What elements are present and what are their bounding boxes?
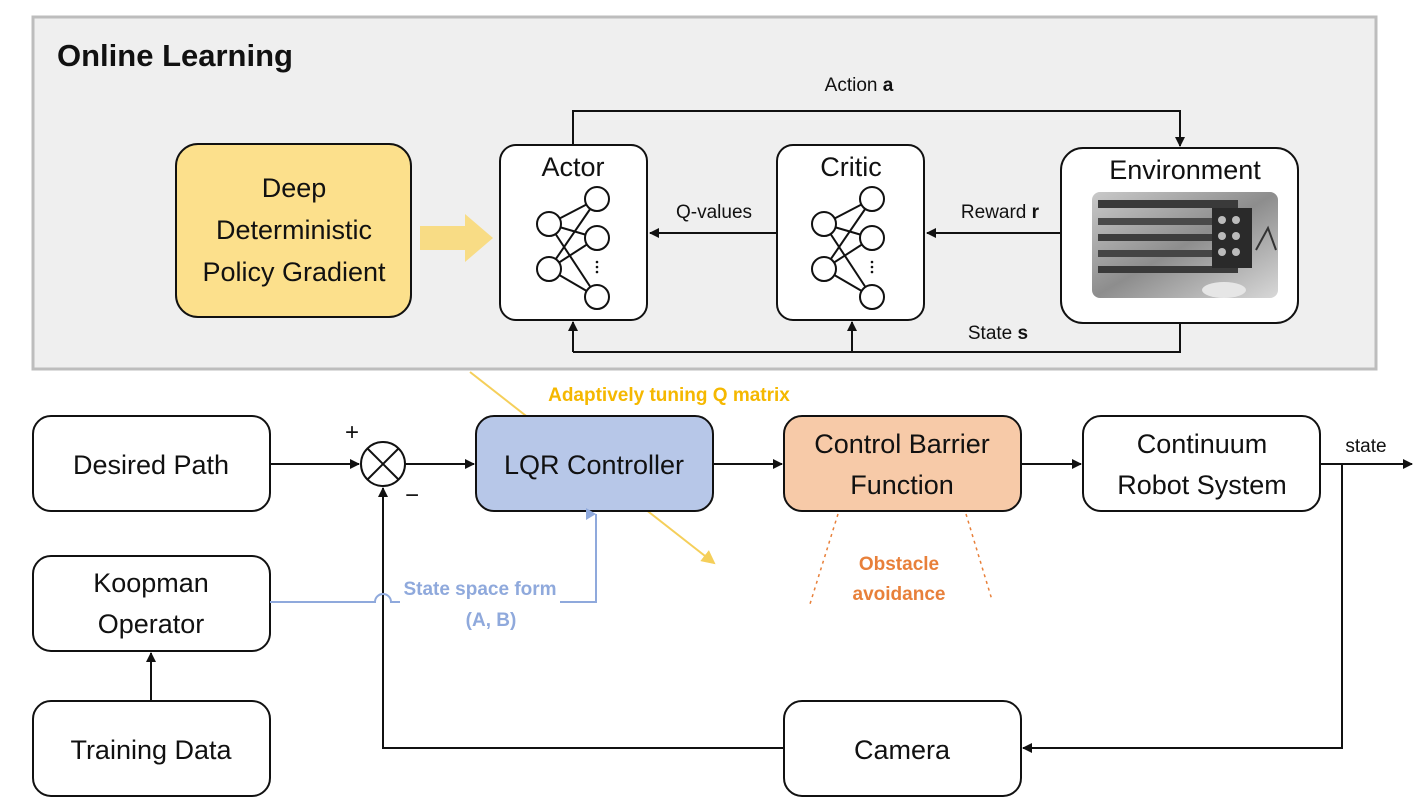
summing-junction [360,441,406,487]
adaptive-tuning-label: Adaptively tuning Q matrix [548,385,790,406]
ddpg-to-actor-arrow [420,214,493,262]
q-values-label: Q-values [676,202,752,223]
plus-sign: + [345,419,359,446]
desired-path-label: Desired Path [73,450,229,480]
action-label: Action a [825,75,894,96]
obstacle-dashed-left [809,513,839,605]
actor-network-icon [536,186,610,310]
state-space-matrices-label: (A, B) [466,610,517,631]
ddpg-line-1: Deep [262,173,327,203]
state-output-label: state [1345,436,1386,457]
avoidance-label: avoidance [853,584,946,605]
environment-label: Environment [1109,155,1261,185]
state-space-form-line [270,508,597,603]
camera-label: Camera [854,735,951,765]
state-label: State s [968,323,1028,344]
action-arrow [572,110,1185,147]
cbf-label-line-1: Control Barrier [814,429,990,459]
ddpg-line-2: Deterministic [216,215,372,245]
obstacle-dashed-right [965,513,993,601]
minus-sign: − [405,482,419,509]
training-data-label: Training Data [70,735,232,765]
obstacle-label: Obstacle [859,554,939,575]
reward-label: Reward r [961,202,1040,223]
environment-photo [1092,192,1278,298]
panel-title: Online Learning [57,38,293,73]
robot-label-line-1: Continuum [1137,429,1268,459]
lqr-controller-label: LQR Controller [504,450,684,480]
actor-label: Actor [541,152,604,182]
state-feedback-line [573,323,1181,353]
state-to-camera-arrow [1022,464,1343,753]
ddpg-line-3: Policy Gradient [202,257,386,287]
cbf-label-line-2: Function [850,470,954,500]
critic-label: Critic [820,152,882,182]
camera-to-junction-arrow [378,487,784,749]
robot-label-line-2: Robot System [1117,470,1287,500]
koopman-label-line-2: Operator [98,609,205,639]
koopman-block [32,555,271,652]
koopman-label-line-1: Koopman [93,568,209,598]
ddpg-block [175,143,412,318]
state-space-form-label: State space form [403,579,556,600]
critic-network-icon [811,186,885,310]
